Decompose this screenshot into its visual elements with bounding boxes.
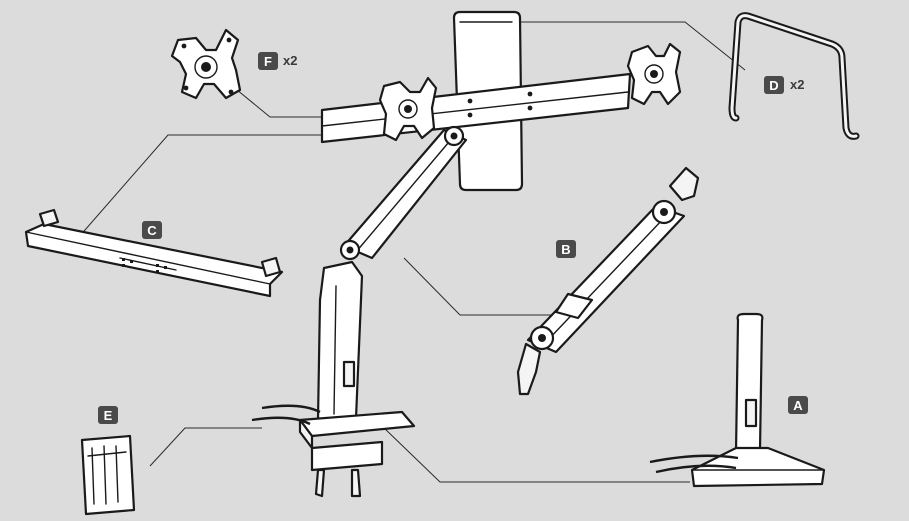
part-badge-c: C <box>142 221 162 239</box>
part-badge-b: B <box>556 240 576 258</box>
part-badge-f: F <box>258 52 278 70</box>
leader-crossbar <box>77 134 322 239</box>
leader-lines <box>77 21 746 483</box>
part-d-quantity: x2 <box>790 77 804 92</box>
part-badge-c-label: C <box>147 223 157 238</box>
leader-pole <box>520 21 746 71</box>
cable-cover-part <box>80 434 136 516</box>
assembled-mount <box>251 10 682 498</box>
part-badge-d: D <box>764 76 784 94</box>
base-part <box>649 312 826 488</box>
part-badge-e: E <box>98 406 118 424</box>
part-badge-d-label: D <box>769 78 778 93</box>
part-f-quantity: x2 <box>283 53 297 68</box>
part-badge-e-label: E <box>104 408 113 423</box>
vesa-plate-part <box>170 28 242 100</box>
crossbar-part <box>24 208 284 298</box>
arm-part <box>516 166 700 396</box>
part-badge-b-label: B <box>561 242 570 257</box>
part-badge-a: A <box>788 396 808 414</box>
leader-cover <box>149 427 262 467</box>
part-badge-a-label: A <box>793 398 803 413</box>
leader-arm <box>403 257 560 316</box>
leader-base <box>381 425 690 483</box>
pole-part <box>728 12 860 140</box>
part-badge-f-label: F <box>264 54 272 69</box>
